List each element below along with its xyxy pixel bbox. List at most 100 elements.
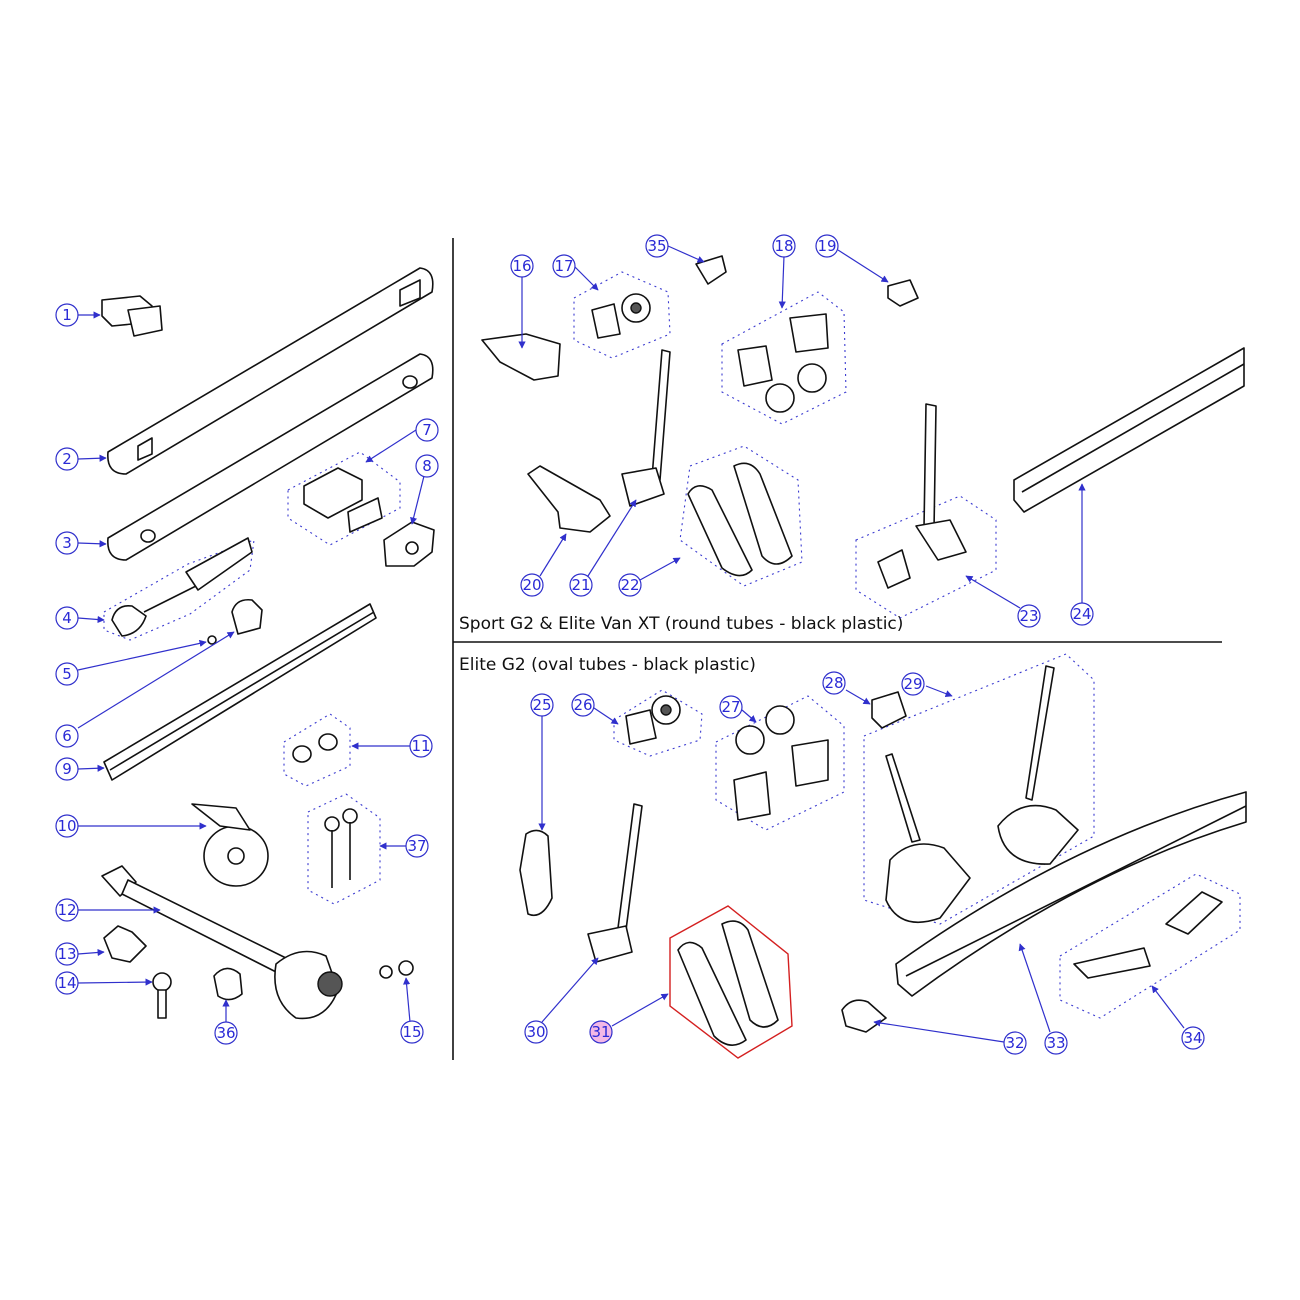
part-5-pin <box>207 635 217 645</box>
part-6-clip <box>231 598 263 635</box>
callout-9: 9 <box>55 757 79 781</box>
callout-29: 29 <box>901 672 925 696</box>
callout-12-label: 12 <box>57 901 76 919</box>
part-8-bracket <box>383 521 435 567</box>
callout-22-label: 22 <box>620 576 639 594</box>
part-34-brackets <box>1059 873 1241 1019</box>
part-4-lock-assembly <box>103 537 255 641</box>
part-33-oval-rail <box>895 791 1247 997</box>
callout-32: 32 <box>1003 1031 1027 1055</box>
part-9-rail <box>103 603 377 781</box>
callout-7-label: 7 <box>422 421 432 439</box>
callout-11: 11 <box>409 734 433 758</box>
callout-14-label: 14 <box>57 974 76 992</box>
callout-31[interactable]: 31 <box>589 1020 613 1044</box>
part-17-wheel-set <box>573 271 671 359</box>
section-title-sport: Sport G2 & Elite Van XT (round tubes - b… <box>459 614 903 634</box>
callout-12: 12 <box>55 898 79 922</box>
callout-36-label: 36 <box>216 1024 235 1042</box>
callout-22: 22 <box>618 573 642 597</box>
callout-21-label: 21 <box>571 576 590 594</box>
leader-lines <box>77 245 1185 1043</box>
callout-37: 37 <box>405 834 429 858</box>
callout-30-label: 30 <box>526 1023 545 1041</box>
callout-28: 28 <box>822 671 846 695</box>
part-21-arm-upright <box>621 349 671 507</box>
part-3-main-bar <box>107 353 434 561</box>
callout-1-label: 1 <box>62 306 72 324</box>
part-32-end-cap <box>841 999 887 1033</box>
part-19-collar <box>887 279 919 307</box>
part-27-tube-fittings <box>715 695 845 831</box>
callout-25-label: 25 <box>532 696 551 714</box>
callout-15: 15 <box>400 1020 424 1044</box>
part-12-frame-arm <box>101 865 343 1020</box>
part-30-arm-upright <box>587 803 643 963</box>
callout-16-label: 16 <box>512 257 531 275</box>
callout-23-label: 23 <box>1019 607 1038 625</box>
callout-27-label: 27 <box>721 698 740 716</box>
callout-27: 27 <box>719 695 743 719</box>
callout-16: 16 <box>510 254 534 278</box>
callout-33-label: 33 <box>1046 1034 1065 1052</box>
callout-34: 34 <box>1181 1026 1205 1050</box>
callout-19-label: 19 <box>817 237 836 255</box>
callout-9-label: 9 <box>62 760 72 778</box>
callout-18-label: 18 <box>774 237 793 255</box>
callout-26: 26 <box>571 693 595 717</box>
callout-13: 13 <box>55 942 79 966</box>
callout-19: 19 <box>815 234 839 258</box>
part-14-key <box>152 972 172 1019</box>
callout-5: 5 <box>55 662 79 686</box>
callout-26-label: 26 <box>573 696 592 714</box>
callout-6-label: 6 <box>62 727 72 745</box>
callout-30: 30 <box>524 1020 548 1044</box>
callout-25: 25 <box>530 693 554 717</box>
part-26-wheel-set <box>613 689 703 757</box>
part-2-main-bar <box>107 267 434 475</box>
part-29-upright-set <box>863 653 1095 925</box>
part-22-straps <box>679 445 803 587</box>
callout-33: 33 <box>1044 1031 1068 1055</box>
callout-14: 14 <box>55 971 79 995</box>
callout-20-label: 20 <box>522 576 541 594</box>
part-28-collar <box>871 691 907 729</box>
part-13-knob <box>103 925 147 963</box>
callout-17-label: 17 <box>554 257 573 275</box>
callout-3: 3 <box>55 531 79 555</box>
part-10-strap-roll <box>191 803 269 887</box>
part-23-upright-assembly <box>855 403 997 619</box>
section-title-elite: Elite G2 (oval tubes - black plastic) <box>459 655 756 675</box>
part-20-cradle <box>527 465 611 533</box>
callout-3-label: 3 <box>62 534 72 552</box>
callout-2-label: 2 <box>62 450 72 468</box>
part-18-tube-fittings <box>721 291 847 425</box>
callout-29-label: 29 <box>903 675 922 693</box>
callout-18: 18 <box>772 234 796 258</box>
part-36-lock-cylinder <box>213 967 243 1001</box>
part-35-tab <box>695 255 727 285</box>
callout-21: 21 <box>569 573 593 597</box>
callout-36: 36 <box>214 1021 238 1045</box>
callout-17: 17 <box>552 254 576 278</box>
part-1-end-cap <box>101 295 163 337</box>
callout-24-label: 24 <box>1072 605 1091 623</box>
callout-2: 2 <box>55 447 79 471</box>
part-7-pad-kit <box>287 451 401 546</box>
callout-24: 24 <box>1070 602 1094 626</box>
callout-35: 35 <box>645 234 669 258</box>
part-16-holder <box>481 333 561 381</box>
callout-34-label: 34 <box>1183 1029 1202 1047</box>
callout-4: 4 <box>55 606 79 630</box>
callout-6: 6 <box>55 724 79 748</box>
callout-32-label: 32 <box>1005 1034 1024 1052</box>
callout-20: 20 <box>520 573 544 597</box>
callout-10: 10 <box>55 814 79 838</box>
callout-1: 1 <box>55 303 79 327</box>
callout-15-label: 15 <box>402 1023 421 1041</box>
callout-5-label: 5 <box>62 665 72 683</box>
part-25-strap <box>519 829 553 917</box>
callout-8: 8 <box>415 454 439 478</box>
part-31-straps-highlighted <box>669 905 793 1059</box>
